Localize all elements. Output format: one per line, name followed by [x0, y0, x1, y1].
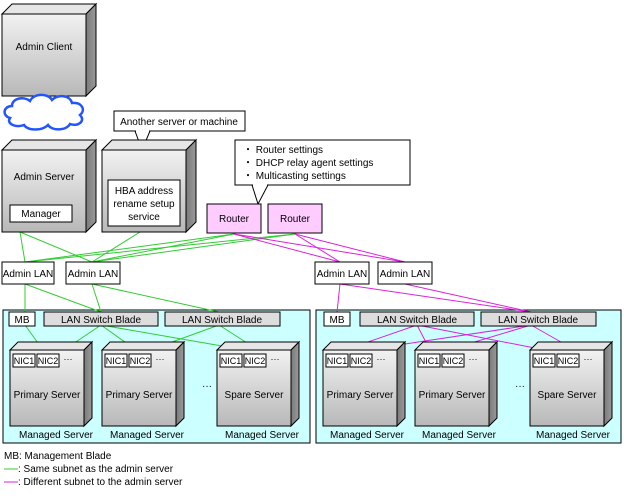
- managed-server-caption-2: Managed Server: [110, 430, 185, 441]
- router-1: Router: [206, 203, 262, 234]
- router-callout: ・ Router settings ・ DHCP relay agent set…: [234, 139, 411, 206]
- lan-switch-blade-left-1-label: LAN Switch Blade: [61, 315, 141, 326]
- nic1-port: [12, 353, 36, 368]
- router-1-label: Router: [219, 214, 250, 225]
- manager-label: Manager: [21, 209, 61, 220]
- hba-line-3: service: [128, 212, 160, 223]
- server-label: Primary Server: [106, 390, 173, 401]
- nic1-label: NIC1: [14, 356, 35, 366]
- nic1-label: NIC1: [327, 356, 348, 366]
- server-label: Spare Server: [538, 390, 598, 401]
- hba-line-1: HBA address: [115, 186, 173, 197]
- admin-lan-1-label: Admin LAN: [3, 269, 54, 280]
- nic2-port: [441, 353, 465, 368]
- server-label: Primary Server: [419, 390, 486, 401]
- nic2-label: NIC2: [245, 356, 266, 366]
- lan-switch-blade-left-2-label: LAN Switch Blade: [182, 315, 262, 326]
- legend-different-subnet: : Different subnet to the admin server: [18, 477, 183, 488]
- managed-server-caption-4: Managed Server: [330, 430, 405, 441]
- router-setting-3: ・ Multicasting settings: [243, 171, 346, 182]
- nic2-label: NIC2: [130, 356, 151, 366]
- admin-server-label: Admin Server: [14, 172, 75, 183]
- server-label: Primary Server: [14, 390, 81, 401]
- nic2-port: [349, 353, 373, 368]
- another-server-callout: Another server or machine: [113, 110, 246, 152]
- more-nics: ···: [64, 354, 73, 364]
- hba-line-2: rename setup: [113, 199, 175, 210]
- nic2-port: [243, 353, 267, 368]
- nic1-label: NIC1: [534, 356, 555, 366]
- nic2-label: NIC2: [38, 356, 59, 366]
- nic2-label: NIC2: [443, 356, 464, 366]
- server-label: Primary Server: [327, 390, 394, 401]
- admin-lan-4: Admin LAN: [377, 261, 433, 285]
- nic1-port: [219, 353, 243, 368]
- nic2-label: NIC2: [558, 356, 579, 366]
- mb-left-label: MB: [15, 315, 30, 326]
- nic1-port: [104, 353, 128, 368]
- managed-server-caption-5: Managed Server: [422, 430, 497, 441]
- admin-server: Admin Server Manager: [0, 138, 98, 234]
- more-nics: ···: [469, 354, 478, 364]
- nic1-port: [532, 353, 556, 368]
- legend-same-subnet: : Same subnet as the admin server: [18, 464, 174, 475]
- more-servers-right: ···: [515, 381, 525, 392]
- mb-left: MB: [8, 311, 36, 327]
- nic2-port: [128, 353, 152, 368]
- router-2: Router: [267, 203, 323, 234]
- server-label: Spare Server: [225, 390, 285, 401]
- admin-client: Admin Client: [0, 2, 98, 98]
- mb-right: MB: [323, 311, 351, 327]
- nic1-label: NIC1: [106, 356, 127, 366]
- router-2-label: Router: [280, 214, 311, 225]
- nic2-port: [36, 353, 60, 368]
- managed-server-caption-1: Managed Server: [19, 430, 94, 441]
- admin-lan-3: Admin LAN: [314, 261, 370, 285]
- admin-lan-2: Admin LAN: [65, 261, 121, 285]
- lan-switch-blade-right-2: LAN Switch Blade: [480, 311, 597, 327]
- manager-box: [9, 204, 73, 223]
- cloud-icon: [3, 93, 84, 131]
- nic1-label: NIC1: [419, 356, 440, 366]
- lan-switch-blade-left-2: LAN Switch Blade: [164, 311, 281, 327]
- mb-right-label: MB: [330, 315, 345, 326]
- more-servers-left: ···: [202, 381, 212, 392]
- lan-switch-blade-right-2-label: LAN Switch Blade: [498, 315, 578, 326]
- nic1-port: [325, 353, 349, 368]
- more-nics: ···: [584, 354, 593, 364]
- router-setting-1: ・ Router settings: [243, 145, 323, 156]
- admin-lan-4-label: Admin LAN: [380, 269, 431, 280]
- lan-switch-blade-right-1: LAN Switch Blade: [359, 311, 475, 327]
- more-nics: ···: [156, 354, 165, 364]
- managed-server-caption-6: Managed Server: [536, 430, 611, 441]
- router-setting-2: ・ DHCP relay agent settings: [243, 158, 373, 169]
- managed-server-caption-3: Managed Server: [225, 430, 300, 441]
- admin-lan-2-label: Admin LAN: [68, 269, 119, 280]
- nic1-label: NIC1: [221, 356, 242, 366]
- nic2-label: NIC2: [351, 356, 372, 366]
- more-nics: ···: [377, 354, 386, 364]
- lan-switch-blade-right-1-label: LAN Switch Blade: [377, 315, 457, 326]
- lan-switch-blade-left-1: LAN Switch Blade: [43, 311, 159, 327]
- legend-mb-note: MB: Management Blade: [4, 451, 112, 462]
- hba-server: HBA address rename setup service: [100, 138, 198, 234]
- more-nics: ···: [271, 354, 280, 364]
- nic2-port: [556, 353, 580, 368]
- admin-lan-3-label: Admin LAN: [317, 269, 368, 280]
- another-server-label: Another server or machine: [120, 117, 238, 128]
- admin-lan-1: Admin LAN: [1, 261, 55, 285]
- admin-client-label: Admin Client: [16, 42, 73, 53]
- nic1-port: [417, 353, 441, 368]
